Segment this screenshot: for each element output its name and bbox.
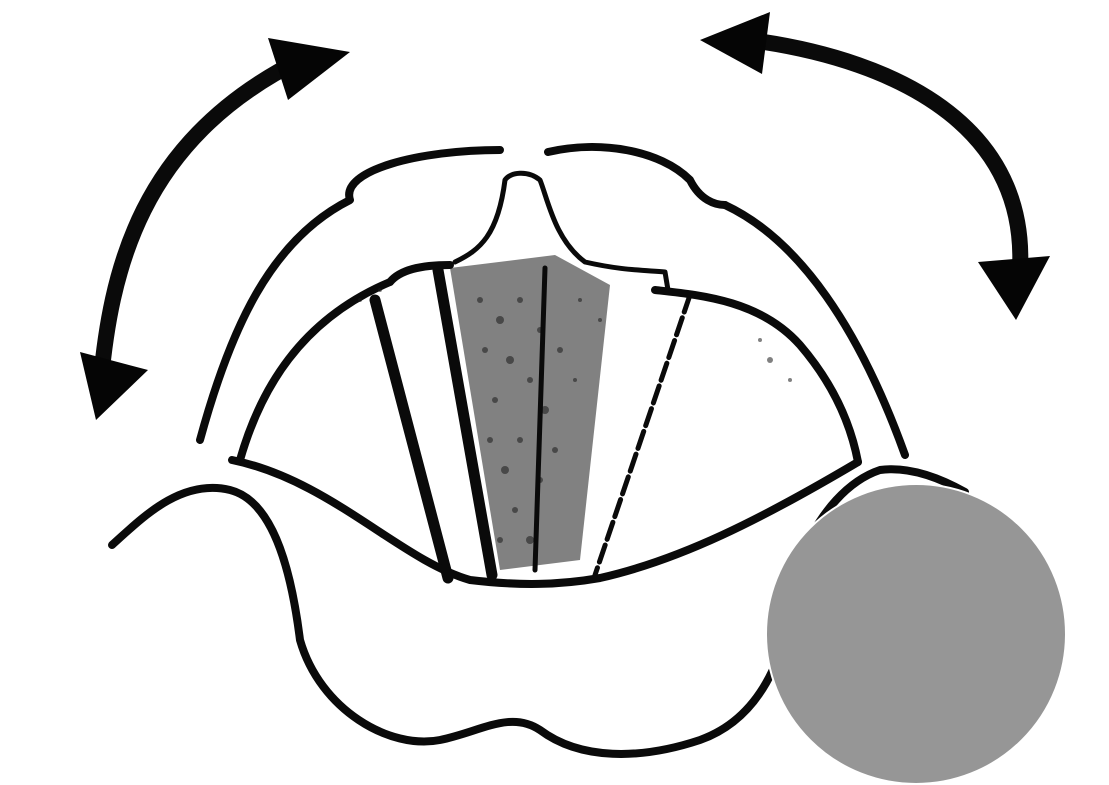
overlay-circle: [766, 484, 1066, 784]
curved-arrow-right-icon: [700, 12, 1050, 320]
